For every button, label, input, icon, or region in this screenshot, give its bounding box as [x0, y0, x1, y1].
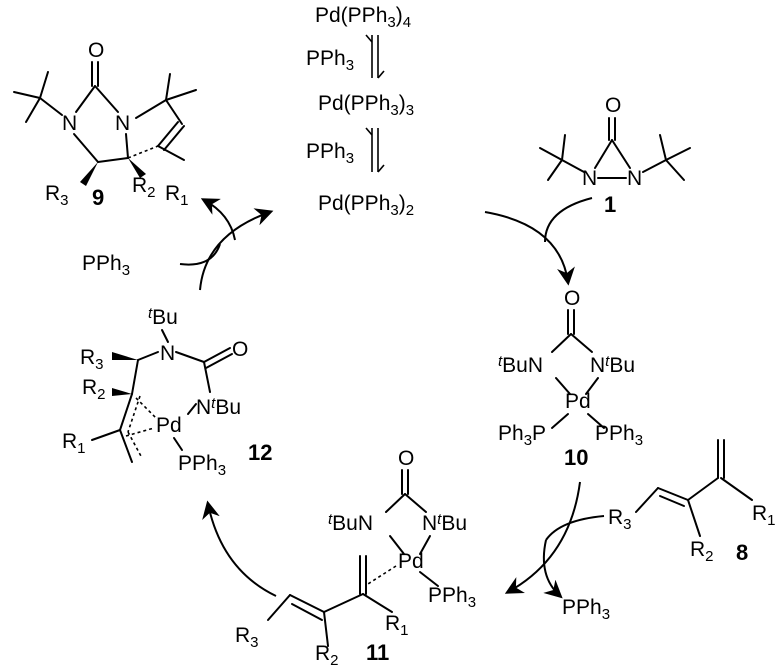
svg-text:O: O — [398, 447, 414, 470]
svg-text:O: O — [564, 287, 580, 310]
arrow-compound-8-in — [545, 515, 605, 541]
ligand-label-1: PPh3 — [306, 47, 354, 74]
arrow-12-to-9 — [199, 208, 274, 291]
svg-text:R2: R2 — [132, 174, 156, 201]
svg-text:tBu: tBu — [148, 305, 178, 329]
compound-11-structure: O tBuN NtBu Pd PPh3 R3 R1 R2 — [235, 447, 476, 667]
svg-text:R3: R3 — [608, 506, 632, 533]
svg-text:Pd: Pd — [565, 390, 591, 413]
svg-text:PPh3: PPh3 — [178, 452, 226, 479]
arrow-release-9 — [200, 198, 236, 241]
svg-text:PPh3: PPh3 — [595, 422, 643, 449]
svg-text:R2: R2 — [315, 642, 339, 667]
pd-pph3-3-label: Pd(PPh3)3 — [318, 92, 414, 119]
svg-text:NtBu: NtBu — [422, 511, 467, 535]
svg-text:R3: R3 — [235, 624, 259, 651]
svg-text:Pd: Pd — [156, 414, 182, 437]
svg-text:N: N — [115, 112, 130, 135]
svg-text:Ph3P: Ph3P — [498, 422, 546, 449]
svg-text:N: N — [160, 342, 175, 365]
compound-9-label: 9 — [92, 185, 104, 210]
arrow-compound-1-in — [544, 197, 593, 243]
compound-11-label: 11 — [366, 640, 389, 665]
svg-text:O: O — [88, 39, 104, 62]
compound-10-label: 10 — [564, 445, 588, 470]
pd-pph3-4-label: Pd(PPh3)4 — [315, 4, 411, 31]
svg-text:R3: R3 — [80, 346, 104, 373]
svg-text:tBuN: tBuN — [328, 511, 373, 535]
svg-text:R1: R1 — [752, 502, 776, 529]
arrow-pph3-out — [542, 539, 563, 599]
svg-text:N: N — [62, 112, 77, 135]
ligand-label-2: PPh3 — [306, 140, 354, 167]
compound-10-structure: O tBuN NtBu Pd Ph3P PPh3 — [498, 287, 643, 449]
svg-text:R3: R3 — [45, 182, 69, 209]
svg-text:PPh3: PPh3 — [82, 252, 130, 279]
svg-text:PPh3: PPh3 — [306, 47, 354, 74]
svg-text:O: O — [232, 338, 248, 361]
svg-text:NtBu: NtBu — [196, 395, 241, 419]
equilibrium-arrow-1 — [365, 34, 385, 79]
ligand-label-left: PPh3 — [82, 252, 130, 279]
svg-text:R1: R1 — [165, 182, 189, 209]
svg-text:R1: R1 — [385, 612, 409, 639]
svg-text:PPh3: PPh3 — [562, 596, 610, 623]
ligand-label-released: PPh3 — [562, 596, 610, 623]
svg-text:NtBu: NtBu — [590, 353, 635, 377]
compound-1-label: 1 — [604, 192, 616, 217]
compound-8-structure: R3 R1 R2 — [608, 439, 776, 565]
svg-text:PPh3: PPh3 — [306, 140, 354, 167]
svg-text:R2: R2 — [690, 538, 714, 565]
compound-1-structure: O N N — [539, 94, 691, 190]
pd-pph3-2-label: Pd(PPh3)2 — [318, 192, 414, 219]
svg-text:Pd: Pd — [398, 550, 424, 573]
svg-text:O: O — [605, 94, 621, 117]
arrow-11-to-12 — [202, 500, 277, 597]
arrow-pph3-in — [179, 243, 221, 266]
compound-12-label: 12 — [248, 440, 272, 465]
svg-text:tBuN: tBuN — [498, 353, 543, 377]
svg-text:R2: R2 — [82, 376, 106, 403]
equilibrium-arrow-2 — [365, 127, 385, 173]
compound-12-structure: tBu N O NtBu R3 R2 R1 Pd PPh3 — [62, 305, 248, 479]
svg-text:N: N — [582, 167, 597, 190]
compound-9-structure: O N N R3 R2 R1 — [13, 39, 197, 209]
arrow-10-to-11 — [504, 481, 581, 594]
svg-text:N: N — [627, 167, 642, 190]
svg-text:Pd(PPh3)2: Pd(PPh3)2 — [318, 192, 414, 219]
svg-text:Pd(PPh3)4: Pd(PPh3)4 — [315, 4, 411, 31]
svg-text:Pd(PPh3)3: Pd(PPh3)3 — [318, 92, 414, 119]
compound-8-label: 8 — [736, 540, 748, 565]
arrow-pd2-to-10 — [484, 211, 575, 286]
svg-text:R1: R1 — [62, 430, 86, 457]
svg-text:PPh3: PPh3 — [428, 584, 476, 611]
